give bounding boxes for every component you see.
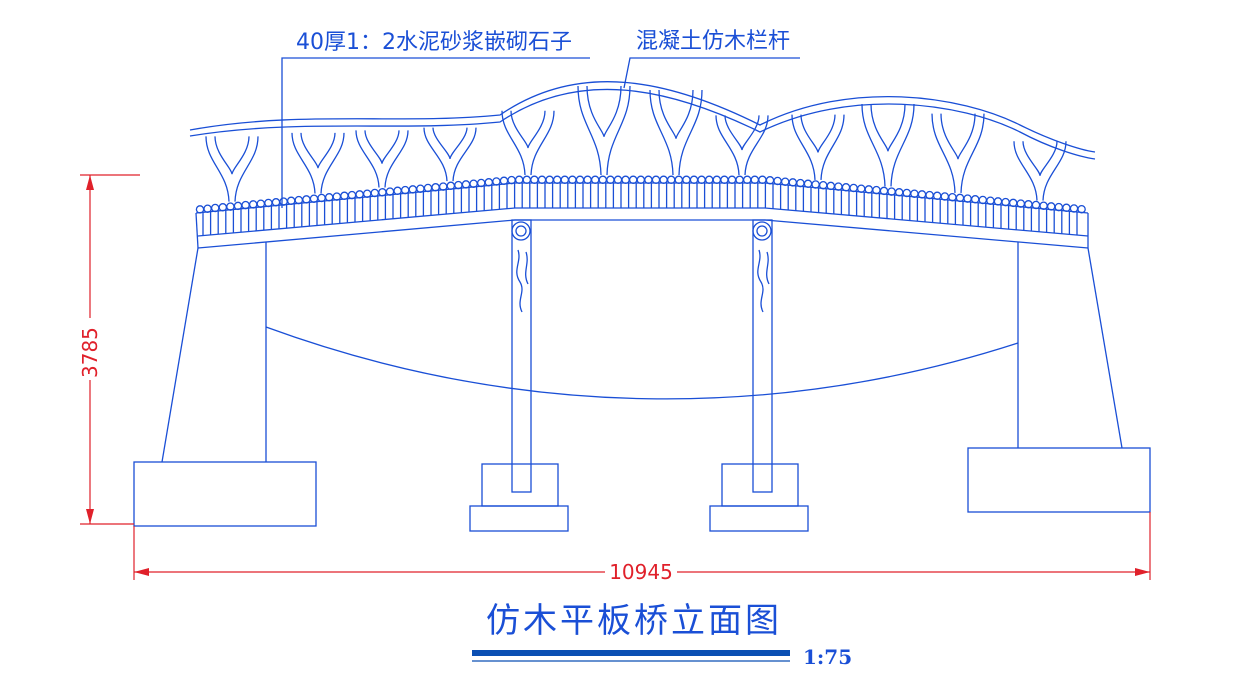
pier-left-carving-b (525, 251, 529, 285)
stone-note-leader (281, 57, 590, 208)
pier-left-cap-ring (511, 221, 531, 241)
baluster (1013, 141, 1067, 201)
baluster (861, 104, 915, 187)
height-dimension: 3785 (78, 174, 140, 525)
width-arrow-left (134, 568, 149, 576)
railing-note-leader (623, 57, 800, 89)
baluster (715, 115, 769, 176)
pebble (537, 175, 547, 185)
pebble (644, 175, 653, 185)
pier-right-carving-a (757, 249, 764, 313)
left-abutment-slope (161, 247, 199, 463)
pebble (689, 175, 699, 185)
height-dim-label: 3785 (78, 327, 102, 378)
deck-left-end (195, 212, 199, 249)
pebble (522, 175, 532, 185)
handrail-top (189, 81, 1096, 153)
width-dimension: 10945 (133, 512, 1151, 584)
railing-note-label: 混凝土仿木栏杆 (636, 29, 790, 54)
deck-slab (195, 182, 1089, 249)
pier-right-carving-b (766, 251, 770, 285)
pebble (674, 175, 684, 185)
drawing-scale: 1:75 (803, 645, 852, 669)
pier-left-carving-a (516, 249, 523, 313)
height-arrow-bottom (86, 509, 94, 524)
baluster (205, 136, 259, 202)
left-abutment (133, 242, 317, 527)
right-abutment (967, 242, 1151, 513)
pebble (568, 175, 577, 185)
baluster (649, 90, 703, 176)
deck-bottom-line (197, 219, 1089, 249)
pebble (697, 175, 706, 185)
pebble (720, 175, 729, 185)
pebble (750, 175, 760, 185)
title-underline-thick (472, 650, 790, 656)
width-arrow-right (1135, 568, 1150, 576)
deck-mid-line (197, 207, 1089, 237)
baluster (355, 130, 409, 188)
pier-left-footing (469, 505, 569, 532)
height-arrow-top (86, 175, 94, 190)
baluster (931, 113, 985, 193)
right-abutment-slope (1087, 247, 1123, 449)
width-label-mask (605, 562, 677, 582)
right-footing (967, 447, 1151, 513)
pebble (735, 175, 744, 185)
baluster (791, 114, 845, 180)
pebble (727, 175, 737, 185)
pier-right-footing (709, 505, 809, 532)
pebble (514, 175, 524, 185)
pier-left-cap-core (515, 225, 527, 237)
baluster (577, 85, 631, 176)
pier-right-column (752, 219, 773, 493)
width-dim-label: 10945 (609, 560, 673, 584)
pebble (659, 175, 668, 185)
pebble (545, 175, 554, 185)
pebble (606, 175, 615, 185)
pebble (598, 175, 608, 185)
pebble (552, 175, 562, 185)
pebble (530, 175, 539, 185)
baluster (501, 110, 555, 176)
height-label-mask (80, 318, 100, 380)
baluster (423, 127, 477, 182)
pier-left (469, 219, 569, 532)
pebble (590, 175, 600, 185)
pebble (583, 175, 592, 185)
pebble (682, 175, 691, 185)
pier-right-cap-ring (752, 221, 772, 241)
pebble (621, 175, 630, 185)
railing-balusters (205, 85, 1067, 202)
pebble (704, 175, 714, 185)
left-footing (133, 461, 317, 527)
pier-right-pedestal (721, 463, 799, 507)
pier-left-pedestal (481, 463, 559, 507)
pebble (636, 175, 646, 185)
railing-note-callout: 混凝土仿木栏杆 (623, 29, 800, 89)
faux-wood-railing (189, 81, 1096, 202)
pier-left-column (511, 219, 532, 493)
pebble (575, 175, 585, 185)
pebble (560, 175, 570, 185)
pebble (628, 175, 638, 185)
handrail-bottom (189, 88, 1096, 160)
pebble (712, 175, 722, 185)
pebble (651, 175, 661, 185)
deck-edge-slats (202, 183, 1078, 236)
pebble (758, 175, 767, 185)
pebble (613, 175, 623, 185)
underside-arc (265, 326, 1019, 400)
stone-note-callout: 40厚1：2水泥砂浆嵌砌石子 (281, 30, 590, 208)
drawing-title: 仿木平板桥立面图 (486, 601, 782, 641)
baluster (291, 132, 345, 194)
stone-note-label: 40厚1：2水泥砂浆嵌砌石子 (296, 30, 572, 55)
pier-right (709, 219, 809, 532)
pebble (666, 175, 676, 185)
pier-right-cap-core (756, 225, 768, 237)
pebble (742, 175, 752, 185)
